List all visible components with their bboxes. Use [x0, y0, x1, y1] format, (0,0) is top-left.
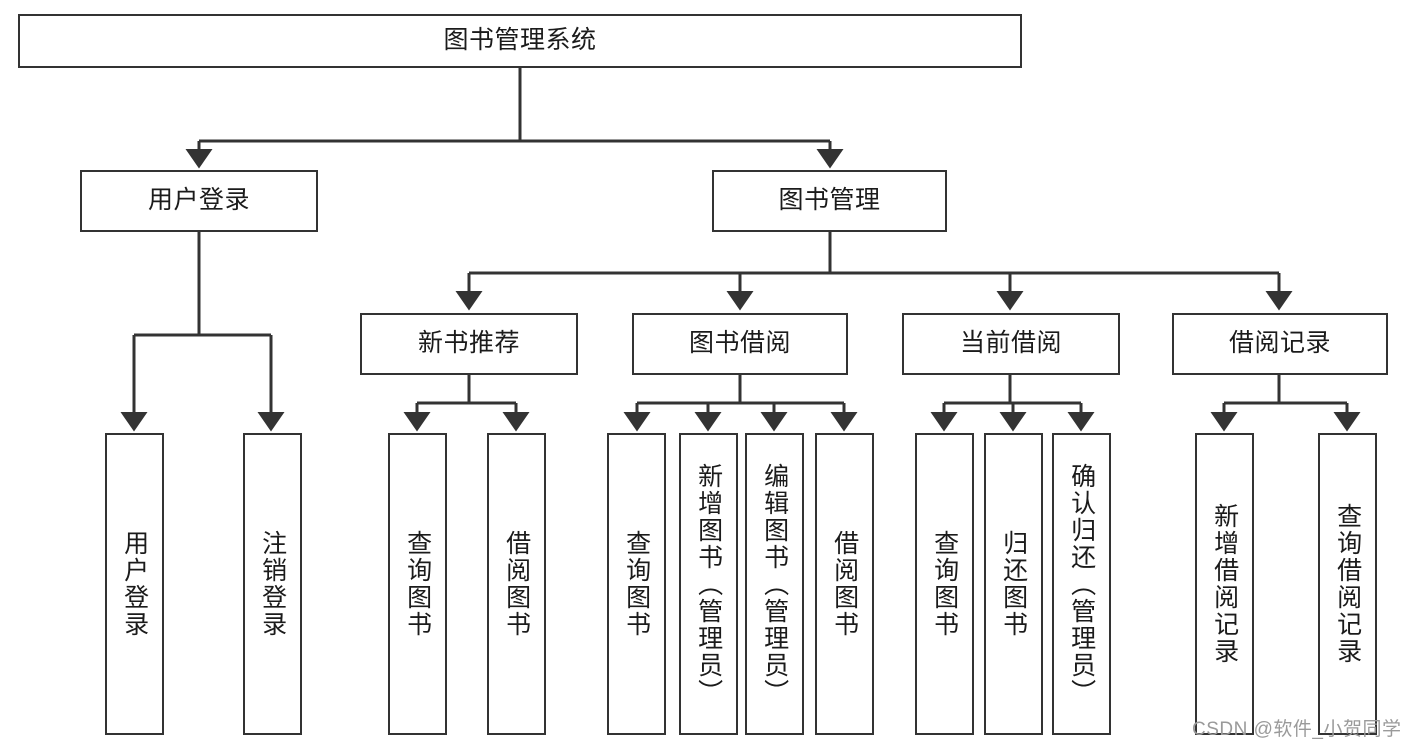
node-leaf-borrow-book-2-label: 借阅图书: [830, 530, 859, 638]
node-leaf-return-book[interactable]: 归还图书: [984, 433, 1043, 735]
node-book-borrow-label: 图书借阅: [688, 329, 791, 358]
node-leaf-query-book-1-label: 查询图书: [403, 530, 432, 638]
node-leaf-logout-login-label: 注销登录: [258, 530, 287, 638]
node-leaf-query-record[interactable]: 查询借阅记录: [1318, 433, 1377, 735]
node-leaf-confirm-return-label: 确认归还（管理员）: [1067, 462, 1096, 706]
node-leaf-query-record-label: 查询借阅记录: [1333, 503, 1362, 665]
node-leaf-borrow-book-2[interactable]: 借阅图书: [815, 433, 874, 735]
node-leaf-user-login[interactable]: 用户登录: [105, 433, 164, 735]
node-book-borrow[interactable]: 图书借阅: [632, 313, 848, 375]
node-leaf-query-book-3-label: 查询图书: [930, 530, 959, 638]
node-user-login-label: 用户登录: [147, 186, 250, 215]
node-leaf-borrow-book-1[interactable]: 借阅图书: [487, 433, 546, 735]
node-leaf-return-book-label: 归还图书: [999, 530, 1028, 638]
node-user-login[interactable]: 用户登录: [80, 170, 318, 232]
node-new-book-recommend-label: 新书推荐: [417, 329, 520, 358]
node-root-book-management-system[interactable]: 图书管理系统: [18, 14, 1022, 68]
node-borrow-record-label: 借阅记录: [1228, 329, 1331, 358]
node-leaf-borrow-book-1-label: 借阅图书: [502, 530, 531, 638]
node-book-management[interactable]: 图书管理: [712, 170, 947, 232]
node-current-borrow-label: 当前借阅: [959, 329, 1062, 358]
node-leaf-add-book-label: 新增图书（管理员）: [694, 462, 723, 706]
node-new-book-recommend[interactable]: 新书推荐: [360, 313, 578, 375]
node-leaf-query-book-2[interactable]: 查询图书: [607, 433, 666, 735]
node-book-management-label: 图书管理: [778, 186, 881, 215]
node-leaf-query-book-2-label: 查询图书: [622, 530, 651, 638]
node-leaf-query-book-1[interactable]: 查询图书: [388, 433, 447, 735]
node-leaf-edit-book[interactable]: 编辑图书（管理员）: [745, 433, 804, 735]
node-borrow-record[interactable]: 借阅记录: [1172, 313, 1388, 375]
node-current-borrow[interactable]: 当前借阅: [902, 313, 1120, 375]
node-leaf-add-book[interactable]: 新增图书（管理员）: [679, 433, 738, 735]
node-leaf-edit-book-label: 编辑图书（管理员）: [760, 462, 789, 706]
node-leaf-confirm-return[interactable]: 确认归还（管理员）: [1052, 433, 1111, 735]
watermark-text: CSDN @软件_小贺同学: [1192, 719, 1402, 740]
node-leaf-add-record[interactable]: 新增借阅记录: [1195, 433, 1254, 735]
node-root-label: 图书管理系统: [443, 26, 597, 55]
node-leaf-logout-login[interactable]: 注销登录: [243, 433, 302, 735]
node-leaf-user-login-label: 用户登录: [120, 530, 149, 638]
node-leaf-query-book-3[interactable]: 查询图书: [915, 433, 974, 735]
node-leaf-add-record-label: 新增借阅记录: [1210, 503, 1239, 665]
